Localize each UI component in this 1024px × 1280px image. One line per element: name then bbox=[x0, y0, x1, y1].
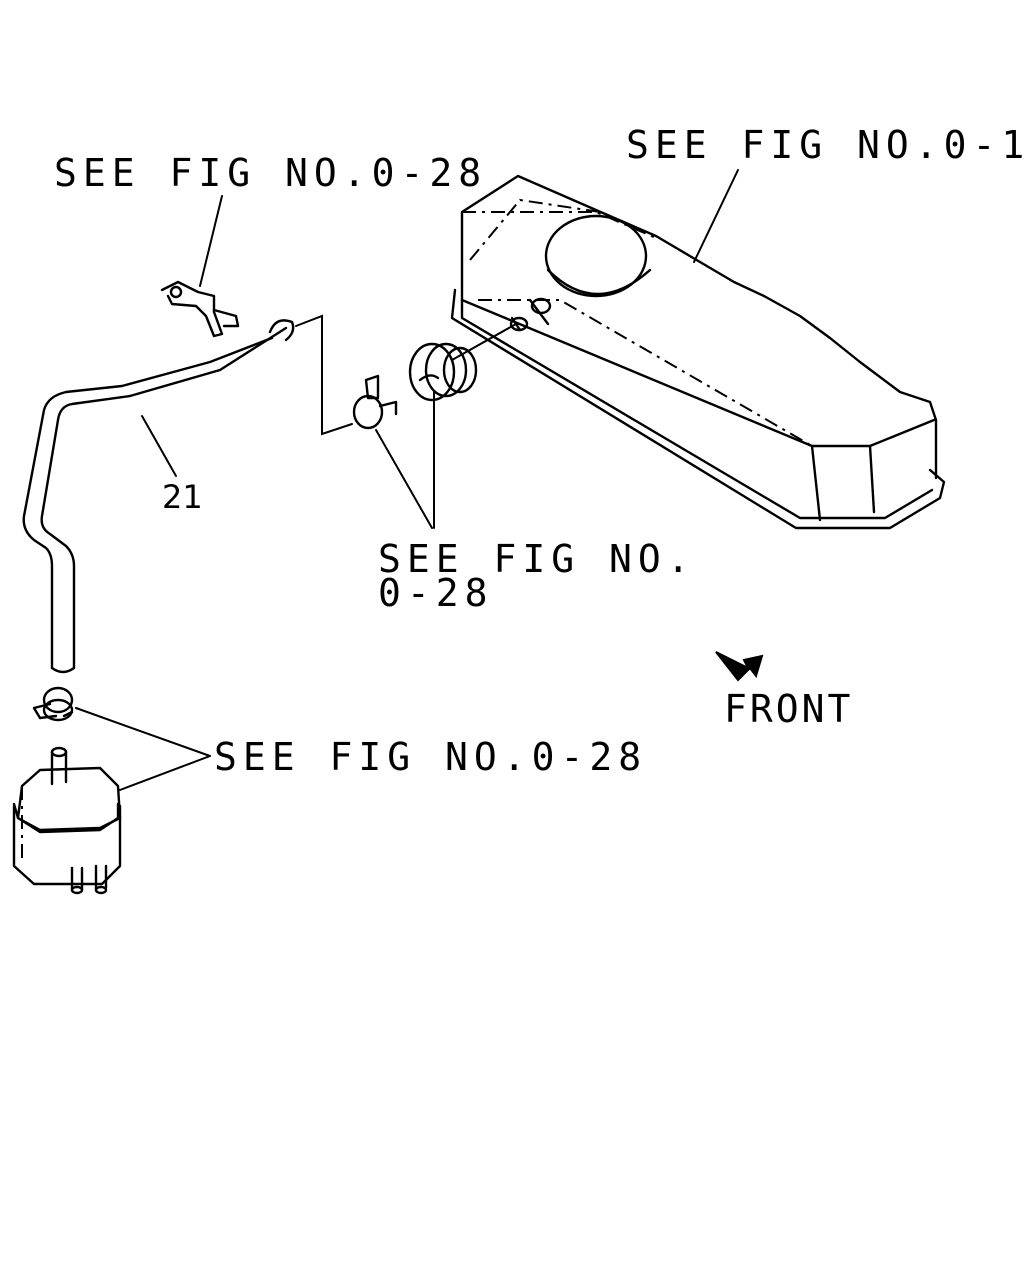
grommet bbox=[408, 323, 517, 402]
clamp-reference-label-line1: SEE FIG NO. bbox=[378, 537, 696, 581]
hose-to-clamp-line bbox=[295, 314, 353, 436]
separator-leader-lines bbox=[75, 707, 211, 791]
clamp-grommet-leader-lines bbox=[375, 391, 435, 529]
hose-part-number: 21 bbox=[162, 478, 203, 516]
oil-separator bbox=[12, 746, 122, 895]
clamp-reference-label-line2: 0-28 bbox=[378, 571, 494, 615]
separator-reference-label: SEE FIG NO.0-28 bbox=[214, 735, 647, 779]
upper-hose-clamp bbox=[352, 374, 398, 430]
lower-hose-clamp bbox=[32, 686, 74, 722]
cover-leader-line bbox=[693, 169, 739, 263]
bracket-leader-line bbox=[199, 195, 223, 287]
cover-reference-label: SEE FIG NO.0-10 bbox=[626, 123, 1024, 167]
ventilation-hose bbox=[22, 319, 295, 674]
front-arrow-icon bbox=[715, 651, 764, 682]
rocker-cover bbox=[450, 174, 946, 530]
hose-leader-line bbox=[141, 415, 177, 477]
bracket-reference-label: SEE FIG NO.0-28 bbox=[54, 151, 487, 195]
hose-bracket bbox=[160, 280, 240, 338]
front-label: FRONT bbox=[724, 687, 853, 731]
